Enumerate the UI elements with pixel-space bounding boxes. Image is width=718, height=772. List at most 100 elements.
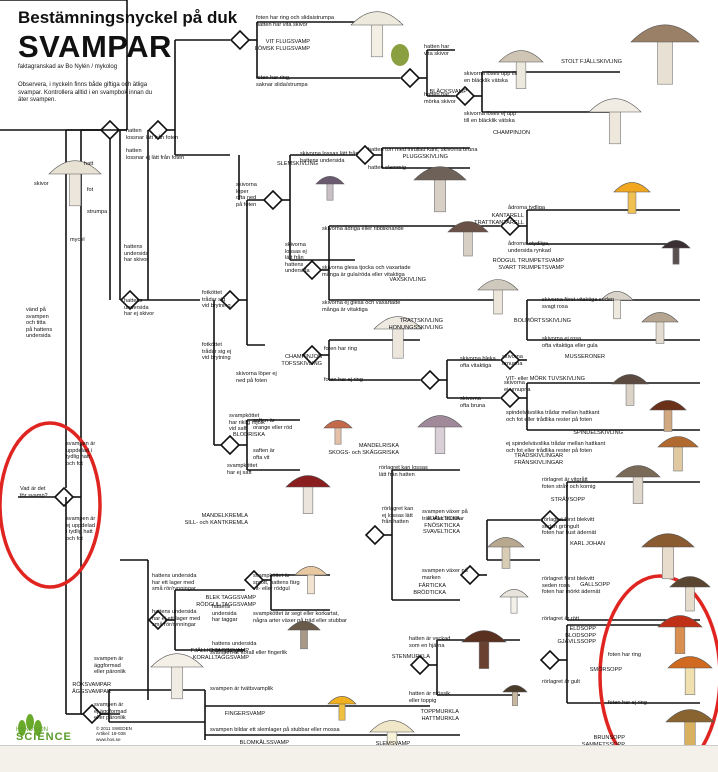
question-label: hattens undersida har ej ett lager med s… — [152, 609, 201, 629]
species-label: RÖDGUL TRUMPETSVAMP SVART TRUMPETSVAMP — [492, 258, 564, 271]
question-label: skivorna löses ej upp till en bläcklik v… — [464, 111, 517, 124]
question-label: hatten torr med inrullad kant, skivorna … — [368, 147, 478, 153]
mushroom-illustration — [588, 98, 642, 145]
question-label: skivorna urnupna — [502, 354, 523, 367]
species-label: TRÅDSKIVLINGAR FRÄNSKIVLINGAR — [514, 453, 563, 466]
illustrations — [18, 11, 715, 745]
decision-node — [354, 144, 376, 166]
mushroom-illustration — [641, 533, 695, 580]
decision-node — [147, 609, 169, 631]
question-label: hattens undersida har skivor — [124, 244, 149, 264]
species-label: KARL JOHAN — [570, 541, 605, 547]
mushroom-illustration — [615, 465, 661, 504]
species-label: VAXSKIVLING — [389, 277, 426, 283]
poster-credit: faktagranskad av Bo Nylén / mykolog — [18, 64, 118, 70]
species-label: TRATTSKIVLING HONUNGSSKIVLING — [388, 318, 443, 331]
question-label: hatten är mössik eller toppig — [409, 691, 451, 704]
mushroom-illustration — [499, 589, 529, 614]
mushroom-illustration — [600, 291, 634, 320]
question-label: skivorna löper ofta ned på foten — [236, 182, 257, 208]
question-label: hatten har vita skivor — [424, 44, 450, 57]
species-label: FINGERSVAMP — [224, 711, 265, 717]
species-label: MUSSERONER — [564, 354, 605, 360]
mushroom-illustration — [613, 182, 651, 214]
mushroom-illustration — [498, 50, 544, 89]
species-label: BLODRISKA — [232, 432, 265, 438]
decision-node — [409, 654, 431, 676]
question-label: svampen är tvättsvamplik — [210, 686, 274, 692]
species-label: FJÄLLTICKA FNÖSKTICKA SVAVELTICKA — [423, 516, 460, 536]
decision-node — [262, 189, 284, 211]
brand-logo: HANDS-ON SCIENCE — [16, 727, 72, 743]
question-label: svampen växer på marken — [422, 568, 468, 581]
question-label: rörlagret kan lossas lätt från hatten — [379, 465, 428, 478]
species-label: MANDELRISKA SKOGS- och SKÄGGRISKA — [328, 443, 399, 456]
mushroom-illustration — [669, 576, 711, 612]
question-label: hatten har mörka skivor — [424, 92, 456, 105]
mushroom-illustration — [285, 475, 331, 514]
question-label: svampen bildar ett slemlager på stubbar … — [210, 727, 340, 733]
species-label: CHAMPINJON TOFSSKIVLING — [281, 354, 322, 367]
species-label: VIT- eller MÖRK TUVSKIVLING — [505, 376, 585, 382]
mushroom-illustration — [287, 621, 321, 650]
species-label: SLEMSVAMP — [375, 741, 410, 747]
question-label: skivorna ofta bruna — [460, 396, 486, 409]
decision-node — [454, 85, 476, 107]
highlight-circle — [0, 421, 102, 589]
mushroom-illustration — [611, 374, 649, 406]
question-label: rörlagret är vitgrått foten stråv och ko… — [542, 477, 596, 490]
question-label: fotköttet trådar sig ej vid brytning — [202, 342, 232, 362]
decision-node — [539, 649, 561, 671]
question-label: hattens undersida har taggar — [212, 604, 238, 624]
warning-note: Observera, i nyckeln finns både giftiga … — [18, 82, 153, 103]
decision-node — [301, 344, 323, 366]
decision-node — [459, 564, 481, 586]
copyright: © 2011 SWEDEN Artikel: 18-038 www.hos.se — [96, 726, 132, 742]
mushroom-illustration — [350, 11, 404, 58]
question-label: hattens undersida har ej skivor — [124, 298, 155, 318]
question-label: skivorna först vitaktiga seden svagt ros… — [542, 297, 615, 310]
decision-node — [301, 259, 323, 281]
question-label: svampen är korall eller fingerlik — [210, 650, 288, 656]
decision-node — [419, 369, 441, 391]
question-label: rörlagret först blekvitt seden gröngult … — [542, 517, 597, 537]
species-label: VIT FLUGSVAMP LÖMSK FLUGSVAMP — [254, 39, 310, 52]
question-label: skivorna löses upp till en bläcklik väts… — [464, 71, 518, 84]
question-label: Vad är det för svamp? — [20, 486, 48, 499]
mushroom-illustration — [641, 312, 679, 344]
decision-node — [364, 524, 386, 546]
mushroom-illustration — [461, 630, 507, 669]
decision-node — [499, 387, 521, 409]
decision-node — [243, 569, 265, 591]
question-label: skivorna löper ej ned på foten — [236, 371, 277, 384]
species-label: BLOMKÅLSSVAMP — [239, 740, 289, 746]
question-label: rörlagret är gult — [542, 679, 580, 685]
question-label: spindelvävslika trådar mellan hattkant o… — [506, 410, 600, 423]
question-label: skivorna lossas ej lätt från hattens und… — [285, 242, 310, 275]
question-label: skivorna ej rosa ofta vitaktiga eller gu… — [542, 336, 598, 349]
part-label-fot: fot — [87, 187, 94, 193]
question-label: svampköttet är segt eller korkartat, någ… — [253, 611, 347, 624]
question-label: svampköttet är sprött, hattens färg vit-… — [253, 573, 300, 593]
question-label: ådrorna tydliga — [508, 205, 546, 211]
question-label: foten har ring, saknar slida/strumpa — [256, 75, 308, 88]
part-label-mycel: mycel — [70, 237, 85, 243]
species-label: KANTARELL TRATTKANTARELL — [474, 213, 524, 226]
poster-subtitle: SVAMPAR — [18, 29, 172, 64]
question-label: hattens undersida har ej taggar — [212, 641, 257, 654]
mushroom-illustration — [417, 415, 463, 454]
mushroom-illustration — [315, 176, 345, 201]
mushroom-illustration — [48, 160, 102, 207]
decision-node — [229, 29, 251, 51]
part-label-strumpa: strumpa — [87, 209, 108, 215]
logo-top-text: HANDS-ON — [16, 727, 49, 733]
species-label: BLÄCKSVAMP — [429, 89, 467, 95]
species-label: FJÄLLIG TAGGSVAMP KORALLTAGGSVAMP — [190, 648, 249, 661]
decision-node — [81, 703, 103, 725]
mushroom-illustration — [447, 221, 489, 257]
mushroom-illustration — [630, 24, 700, 85]
mushroom-illustration — [477, 279, 519, 315]
key-tree — [0, 0, 718, 745]
green-mushroom-illustration — [391, 44, 409, 66]
